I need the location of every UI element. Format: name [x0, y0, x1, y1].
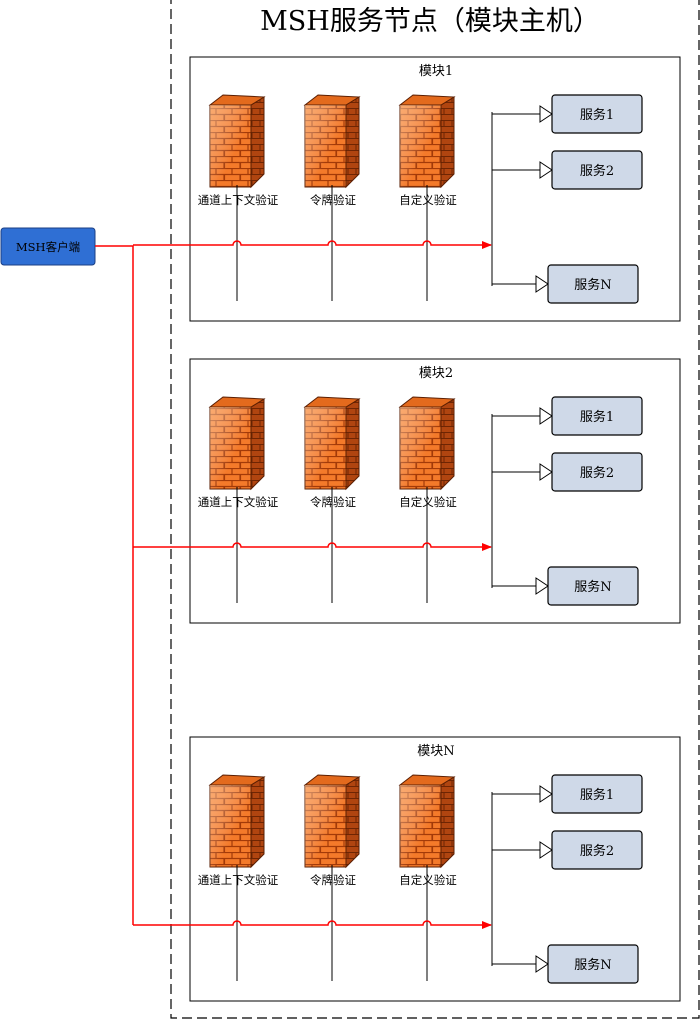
module-title: 模块1 — [419, 64, 453, 79]
module-box: 模块N 通道上下文验证 令牌验证 自定义验证 服务1 服务2 服务N — [189, 736, 681, 1002]
request-line — [133, 920, 492, 929]
service-label: 服务1 — [580, 787, 614, 803]
firewall-icon — [303, 774, 361, 869]
module-box: 模块1 通道上下文验证 令牌验证 自定义验证 服务1 服务2 服务N — [189, 56, 681, 322]
arrowhead-icon — [539, 463, 553, 481]
service-label: 服务N — [574, 579, 611, 595]
module-title: 模块2 — [419, 366, 453, 381]
service-box[interactable] — [547, 566, 639, 606]
filter-label: 令牌验证 — [310, 495, 356, 509]
firewall-icon — [208, 94, 266, 189]
firewall-icon — [398, 396, 456, 491]
filter-label: 自定义验证 — [399, 193, 457, 207]
request-line — [133, 542, 492, 551]
arrowhead-icon — [539, 841, 553, 859]
firewall-icon — [208, 774, 266, 869]
filter-label: 通道上下文验证 — [198, 193, 279, 207]
service-box[interactable] — [547, 944, 639, 984]
arrowhead-icon — [535, 577, 549, 595]
arrowhead-icon — [539, 785, 553, 803]
arrowhead-icon — [539, 105, 553, 123]
filter-label: 自定义验证 — [399, 873, 457, 887]
service-label: 服务2 — [580, 843, 614, 859]
filter-label: 自定义验证 — [399, 495, 457, 509]
service-box[interactable] — [551, 396, 643, 436]
filter-label: 通道上下文验证 — [198, 495, 279, 509]
service-label: 服务1 — [580, 409, 614, 425]
service-box[interactable] — [551, 150, 643, 190]
service-box[interactable] — [547, 264, 639, 304]
filter-label: 令牌验证 — [310, 193, 356, 207]
firewall-icon — [398, 774, 456, 869]
service-label: 服务2 — [580, 163, 614, 179]
firewall-icon — [398, 94, 456, 189]
request-trunk-line — [95, 245, 134, 925]
arrowhead-icon — [539, 161, 553, 179]
module-title: 模块N — [417, 744, 454, 759]
module-box: 模块2 通道上下文验证 令牌验证 自定义验证 服务1 服务2 服务N — [189, 358, 681, 624]
filter-label: 通道上下文验证 — [198, 873, 279, 887]
arrowhead-icon — [539, 407, 553, 425]
firewall-icon — [208, 396, 266, 491]
service-label: 服务N — [574, 277, 611, 293]
arrowhead-icon — [535, 275, 549, 293]
arrowhead-icon — [535, 955, 549, 973]
firewall-icon — [303, 94, 361, 189]
service-box[interactable] — [551, 94, 643, 134]
service-box[interactable] — [551, 774, 643, 814]
msh-client[interactable]: MSH客户端 — [0, 227, 96, 266]
service-box[interactable] — [551, 452, 643, 492]
service-label: 服务2 — [580, 465, 614, 481]
service-label: 服务N — [574, 957, 611, 973]
client-label: MSH客户端 — [16, 240, 80, 254]
node-title: MSH服务节点（模块主机） — [260, 6, 600, 37]
request-line — [133, 240, 492, 249]
filter-label: 令牌验证 — [310, 873, 356, 887]
service-node-boundary — [170, 0, 700, 1019]
service-label: 服务1 — [580, 107, 614, 123]
service-box[interactable] — [551, 830, 643, 870]
firewall-icon — [303, 396, 361, 491]
